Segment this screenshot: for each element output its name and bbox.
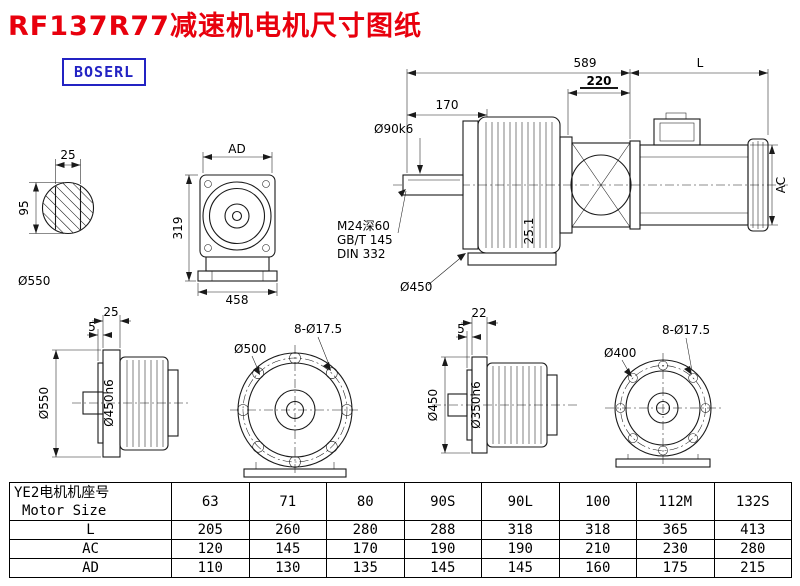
dim-front-length-220: 220 bbox=[586, 74, 611, 88]
view-assembly-side: 589 L 220 170 Ø90k6 M24深60 GB/T 145 DIN … bbox=[337, 56, 788, 294]
table-header-cell: 90S bbox=[403, 482, 482, 521]
view-flange-front-small: 8-Ø17.5 Ø400 bbox=[604, 323, 722, 468]
table-cell: 145 bbox=[248, 539, 327, 559]
dim-flange-diameter-450: Ø450 bbox=[400, 280, 432, 294]
table-cell: 210 bbox=[558, 539, 637, 559]
table-header-cell: 80 bbox=[326, 482, 405, 521]
view-shaft-cross-section: 25 95 Ø550 bbox=[17, 148, 95, 288]
table-cell: 280 bbox=[326, 520, 405, 540]
view-flange-side-large: 25 5 Ø550 Ø450h6 bbox=[37, 305, 188, 458]
dim-motor-length-L: L bbox=[697, 56, 704, 70]
dim-flange-od-550: Ø550 bbox=[37, 387, 51, 419]
dim-spigot-depth-5: 5 bbox=[88, 320, 96, 334]
table-cell: 288 bbox=[403, 520, 482, 540]
dim-width-458: 458 bbox=[226, 293, 249, 307]
table-row-AD: AD 110 130 135 145 145 160 175 215 bbox=[9, 558, 792, 578]
dim-total-length: 589 bbox=[574, 56, 597, 70]
table-header-cell: 100 bbox=[558, 482, 637, 521]
table-cell: 230 bbox=[636, 539, 715, 559]
dim-flange-thickness-25: 25 bbox=[103, 305, 118, 319]
row-label: L bbox=[9, 520, 172, 540]
table-cell: 175 bbox=[636, 558, 715, 578]
row-label: AD bbox=[9, 558, 172, 578]
view-gearbox-front: AD 319 458 bbox=[171, 142, 278, 307]
table-cell: 130 bbox=[248, 558, 327, 578]
table-header-cell: 63 bbox=[171, 482, 250, 521]
table-header-cell: 71 bbox=[248, 482, 327, 521]
table-cell: 190 bbox=[481, 539, 560, 559]
table-cell: 205 bbox=[171, 520, 250, 540]
dim-height-319: 319 bbox=[171, 217, 185, 240]
table-cell: 318 bbox=[558, 520, 637, 540]
header-label-en: Motor Size bbox=[22, 502, 107, 519]
dim-shaft-diameter: 95 bbox=[17, 200, 31, 215]
dim-motor-diameter-AC: AC bbox=[774, 177, 788, 193]
page-title: RF137R77减速机电机尺寸图纸 bbox=[8, 11, 422, 42]
dim-key-height: 25.1 bbox=[522, 218, 536, 245]
table-cell: 145 bbox=[481, 558, 560, 578]
table-cell: 110 bbox=[171, 558, 250, 578]
header-label-cn: YE2电机机座号 bbox=[14, 484, 110, 501]
table-cell: 260 bbox=[248, 520, 327, 540]
view-flange-front-large: 8-Ø17.5 Ø500 bbox=[230, 322, 360, 478]
dim-shaft-diameter-90k6: Ø90k6 bbox=[374, 122, 413, 136]
table-cell: 120 bbox=[171, 539, 250, 559]
table-cell: 318 bbox=[481, 520, 560, 540]
table-cell: 280 bbox=[713, 539, 792, 559]
table-row-L: L 205 260 280 288 318 318 365 413 bbox=[9, 520, 792, 540]
dim-standard-gb: GB/T 145 bbox=[337, 233, 393, 247]
table-cell: 365 bbox=[636, 520, 715, 540]
dim-bolt-holes-small: 8-Ø17.5 bbox=[662, 323, 710, 337]
technical-drawing: 25 95 Ø550 AD bbox=[17, 56, 788, 478]
table-header-motor-size: YE2电机机座号 Motor Size bbox=[9, 482, 172, 521]
table-cell: 145 bbox=[403, 558, 482, 578]
view-flange-side-small: 22 5 Ø450 Ø350h6 bbox=[426, 306, 578, 454]
dim-spigot-450h6: Ø450h6 bbox=[102, 379, 116, 427]
table-header-cell: 112M bbox=[636, 482, 715, 521]
dim-spigot-depth-5-small: 5 bbox=[457, 322, 465, 336]
brand-logo: BOSERL bbox=[62, 58, 147, 86]
row-label: AC bbox=[9, 539, 172, 559]
dim-bolt-holes-large: 8-Ø17.5 bbox=[294, 322, 342, 336]
dim-pcd-400: Ø400 bbox=[604, 346, 636, 360]
table-cell: 135 bbox=[326, 558, 405, 578]
motor-size-table: YE2电机机座号 Motor Size 63 71 80 90S 90L 100… bbox=[9, 482, 792, 578]
table-cell: 190 bbox=[403, 539, 482, 559]
dim-pcd-500: Ø500 bbox=[234, 342, 266, 356]
dim-standard-din: DIN 332 bbox=[337, 247, 385, 261]
dim-spigot-350h6: Ø350h6 bbox=[469, 381, 483, 429]
dim-shaft-length-170: 170 bbox=[436, 98, 459, 112]
table-cell: 413 bbox=[713, 520, 792, 540]
table-cell: 170 bbox=[326, 539, 405, 559]
table-row-AC: AC 120 145 170 190 190 210 230 280 bbox=[9, 539, 792, 559]
table-cell: 160 bbox=[558, 558, 637, 578]
table-cell: 215 bbox=[713, 558, 792, 578]
dim-tap-hole: M24深60 bbox=[337, 219, 390, 233]
table-header-cell: 90L bbox=[481, 482, 560, 521]
table-header-row: YE2电机机座号 Motor Size 63 71 80 90S 90L 100… bbox=[9, 482, 792, 521]
dim-ad: AD bbox=[228, 142, 245, 156]
table-header-cell: 132S bbox=[713, 482, 792, 521]
dim-flange-thickness-22: 22 bbox=[471, 306, 486, 320]
dim-flange-od-450: Ø450 bbox=[426, 389, 440, 421]
dim-flange-label: Ø550 bbox=[18, 274, 50, 288]
dim-key-width: 25 bbox=[60, 148, 75, 162]
